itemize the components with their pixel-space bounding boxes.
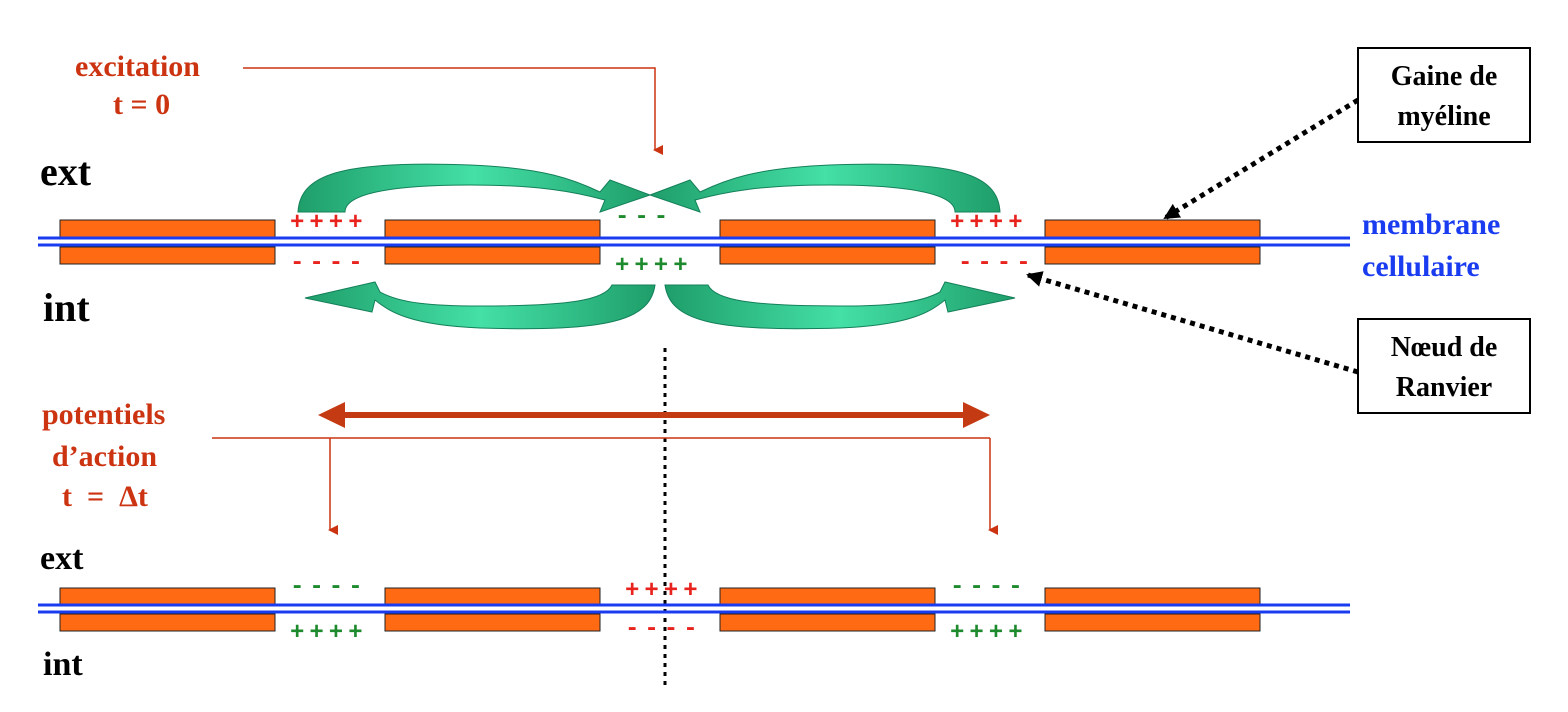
myelin-segment xyxy=(384,219,601,238)
myelin-segment xyxy=(59,219,276,238)
myelin-segment xyxy=(719,613,936,632)
charge-minus-inside-node1: ---- xyxy=(290,250,368,277)
int-label-bottom: int xyxy=(43,646,83,683)
charge-plus-inside-node2: ++++ xyxy=(615,253,693,280)
charge-plus-outside-node3: ++++ xyxy=(950,210,1028,237)
myelin-pointer-arrow xyxy=(1163,97,1360,221)
charge-minus-outside-node1-bottom: ---- xyxy=(290,574,368,601)
charge-minus-inside-node3: ---- xyxy=(958,250,1036,277)
myelin-segment xyxy=(384,587,601,606)
myelin-segment xyxy=(384,613,601,632)
charge-plus-inside-node3-bottom: ++++ xyxy=(950,620,1028,647)
action-potentials-label-line1: potentiels xyxy=(42,398,166,431)
ranvier-callout-line1: Nœud de xyxy=(1390,332,1498,363)
local-current-arrow-upper-right xyxy=(648,163,1001,213)
charge-plus-outside-node2-bottom: ++++ xyxy=(625,578,703,605)
myelin-segment xyxy=(1044,613,1261,632)
propagation-double-arrow xyxy=(318,402,990,428)
myelin-segment xyxy=(59,613,276,632)
excitation-label: excitation xyxy=(75,50,200,83)
charge-plus-outside-node1: ++++ xyxy=(290,210,368,237)
myelin-segment xyxy=(719,219,936,238)
local-current-arrow-lower-left xyxy=(304,281,656,330)
local-current-arrow-lower-right xyxy=(664,281,1016,330)
local-current-arrow-upper-left xyxy=(297,163,652,213)
charge-minus-outside-node3-bottom: ---- xyxy=(950,574,1028,601)
charge-minus-outside-node2: --- xyxy=(615,204,674,231)
myelin-segment xyxy=(59,246,276,265)
local-current-arrows xyxy=(297,163,1016,330)
ext-label-bottom: ext xyxy=(40,540,84,577)
myelin-segment xyxy=(59,587,276,606)
myelin-segment xyxy=(384,246,601,265)
myelin-callout-line1: Gaine de xyxy=(1390,61,1498,92)
ext-label-top: ext xyxy=(40,149,92,194)
excitation-pointer-line xyxy=(243,67,663,155)
ranvier-pointer-arrow xyxy=(1026,271,1359,375)
membrane-label-line2: cellulaire xyxy=(1362,250,1480,283)
top-axon xyxy=(38,219,1350,265)
action-potentials-label-line2: d’action xyxy=(52,440,157,473)
myelin-segment xyxy=(1044,587,1261,606)
charge-minus-inside-node2-bottom: ---- xyxy=(625,616,703,643)
bottom-axon xyxy=(38,587,1350,632)
ranvier-callout-line2: Ranvier xyxy=(1395,372,1493,403)
myelin-segment xyxy=(1044,246,1261,265)
charge-plus-inside-node1-bottom: ++++ xyxy=(290,620,368,647)
myelin-segment xyxy=(719,587,936,606)
membrane-label-line1: membrane xyxy=(1362,208,1501,241)
time-delta-label: t = Δt xyxy=(62,480,148,513)
myelin-sheath-callout: Gaine de myéline xyxy=(1357,47,1531,143)
time-zero-label: t = 0 xyxy=(113,88,171,121)
node-of-ranvier-callout: Nœud de Ranvier xyxy=(1357,318,1531,414)
myelin-segment xyxy=(719,246,936,265)
int-label-top: int xyxy=(43,285,90,330)
myelin-callout-line2: myéline xyxy=(1397,101,1491,132)
myelin-segment xyxy=(1044,219,1261,238)
